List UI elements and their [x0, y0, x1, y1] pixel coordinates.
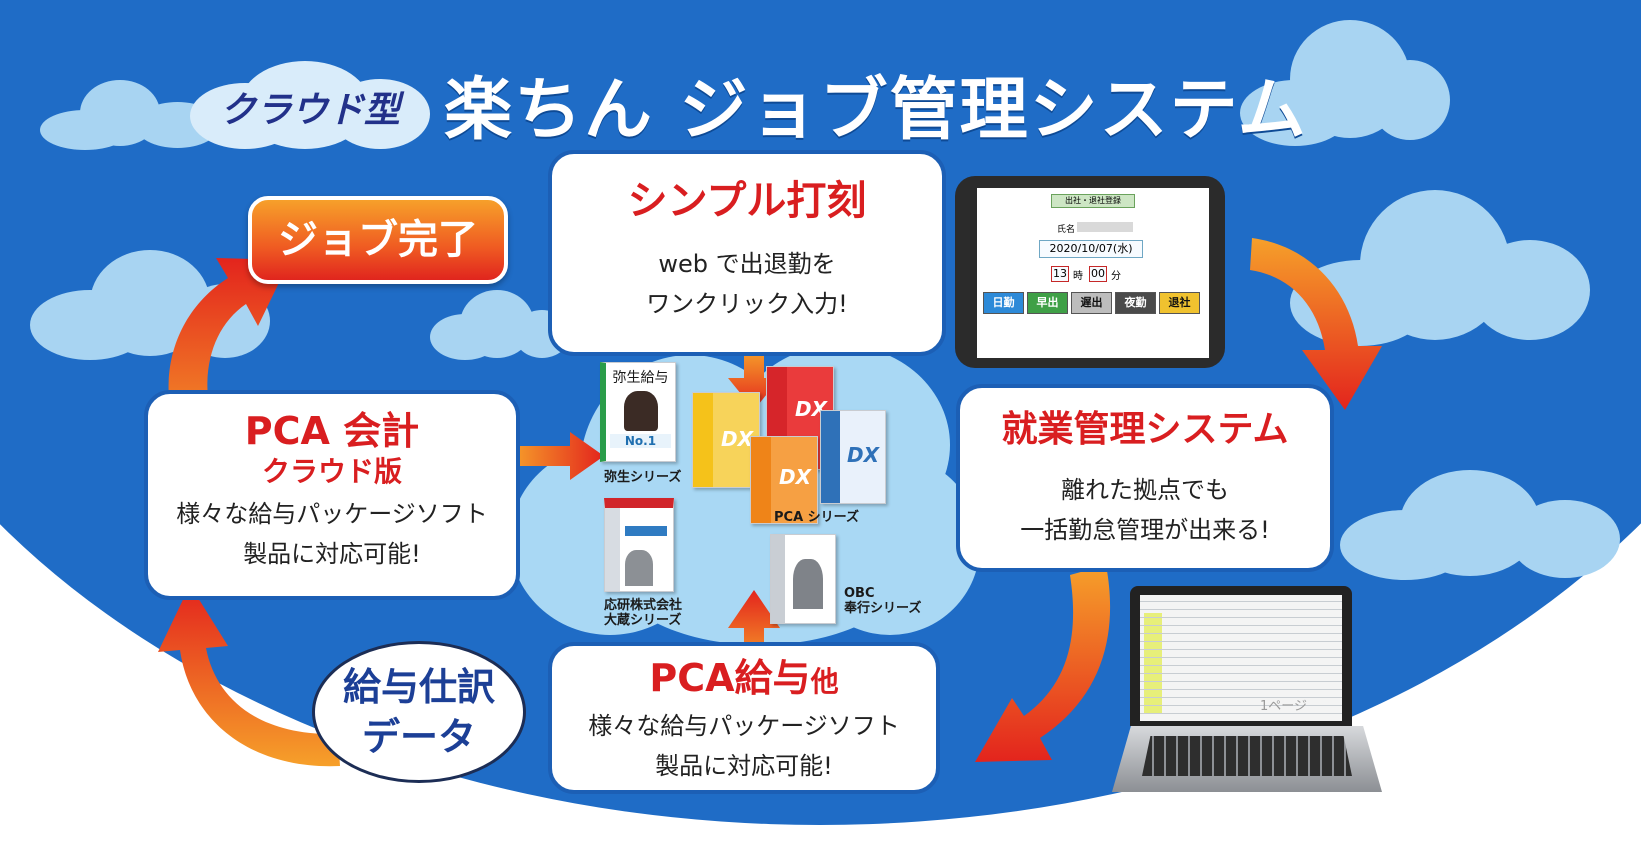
obc-label-line2: 奉行シリーズ [844, 601, 922, 616]
arrow-simple-to-products [728, 350, 780, 410]
pca-kyuyo-line2: 製品に対応可能! [655, 752, 833, 780]
arrow-pca-kaikei-to-products [510, 432, 604, 480]
laptop-spreadsheet: 1ページ [1140, 595, 1342, 721]
cloud-top-right [1240, 20, 1450, 150]
tablet-early-button[interactable]: 早出 [1027, 292, 1068, 314]
tablet-leave-button[interactable]: 退社 [1159, 292, 1200, 314]
arrow-tablet-to-shugyo [1250, 238, 1382, 410]
dx-mark-4: DX [846, 443, 879, 467]
tablet-screen: 出社・退社登録 氏名 2020/10/07(水) 13 時 00 分 日勤 早出… [977, 188, 1209, 358]
yayoi-box-title: 弥生給与 [612, 370, 669, 386]
pca-kaikei-box: PCA 会計 クラウド版 様々な給与パッケージソフト 製品に対応可能! [144, 390, 520, 600]
obc-silhouette-image [793, 559, 823, 609]
badge-text: クラウド型 [219, 90, 400, 131]
shugyo-line2: 一括勤怠管理が出来る! [1020, 516, 1270, 544]
obc-package [770, 534, 836, 624]
arrow-shugyo-to-pca-kyuyo [975, 565, 1111, 762]
simple-heading: シンプル打刻 [627, 178, 867, 224]
tablet-hour-unit: 時 [1073, 271, 1083, 282]
tablet-day-shift-button[interactable]: 日勤 [983, 292, 1024, 314]
pca-kaikei-heading: PCA 会計 [244, 409, 420, 453]
tablet-minute-field[interactable]: 00 [1089, 266, 1107, 282]
oken-stripe [625, 526, 667, 536]
laptop-keyboard [1142, 736, 1352, 776]
pca-kyuyo-line1: 様々な給与パッケージソフト [588, 712, 900, 740]
payroll-journal-data-oval: 給与仕訳 データ [312, 641, 526, 783]
simple-line1: web で出退勤を [658, 250, 836, 278]
yayoi-package: 弥生給与 No.1 [600, 362, 676, 462]
pca-kaikei-line2: 製品に対応可能! [243, 540, 421, 568]
oken-label-line2: 大蔵シリーズ [604, 613, 682, 628]
cloud-type-badge: クラウド型 [190, 55, 430, 151]
yayoi-person-image [623, 391, 658, 431]
shugyo-heading: 就業管理システム [1001, 409, 1289, 450]
simple-line2: ワンクリック入力! [646, 290, 848, 318]
pca-kaikei-sub: クラウド版 [261, 455, 402, 488]
tablet-name-field [1077, 222, 1133, 232]
pca-kyuyo-heading-wrap: PCA給与他 [552, 654, 936, 706]
yayoi-badge: No.1 [610, 434, 671, 448]
pca-series-label: PCA シリーズ [774, 510, 860, 525]
pca-kyuyo-heading-small: 他 [810, 665, 839, 698]
dx-mark-1: DX [720, 427, 753, 451]
laptop-highlight-column [1144, 613, 1162, 713]
shugyo-line1: 離れた拠点でも [1061, 476, 1229, 504]
tablet-late-button[interactable]: 遅出 [1071, 292, 1112, 314]
tablet-hour-field[interactable]: 13 [1051, 266, 1069, 282]
oken-package [604, 498, 674, 592]
job-done-badge: ジョブ完了 [248, 196, 508, 284]
title-block: クラウド型 楽ちん ジョブ管理システム [190, 48, 1308, 158]
tablet-date-field[interactable]: 2020/10/07(水) [1039, 240, 1143, 258]
laptop-page-text: 1ページ [1260, 699, 1308, 714]
oval-line1: 給与仕訳 [342, 665, 495, 709]
pca-package-orange: DX [750, 436, 818, 524]
oken-label-line1: 応研株式会社 [604, 598, 683, 613]
pca-kyuyo-box: PCA給与他 様々な給与パッケージソフト 製品に対応可能! [548, 642, 940, 794]
dx-mark-3: DX [778, 465, 811, 489]
page-title: 楽ちん ジョブ管理システム [444, 70, 1308, 150]
laptop-screen: 1ページ [1130, 586, 1352, 726]
cloud-right [1290, 190, 1590, 350]
obc-label-line1: OBC [844, 586, 875, 601]
oken-silhouette-image [625, 550, 653, 586]
pca-package-blue: DX [820, 410, 886, 504]
simple-stamp-box: シンプル打刻 web で出退勤を ワンクリック入力! [548, 150, 946, 356]
pca-kaikei-line1: 様々な給与パッケージソフト [176, 500, 488, 528]
tablet-night-button[interactable]: 夜勤 [1115, 292, 1156, 314]
tablet-name-label: 氏名 [1057, 225, 1076, 235]
tablet-header: 出社・退社登録 [1051, 194, 1135, 208]
arrow-pca-kyuyo-to-products [728, 590, 780, 668]
laptop-device: 1ページ [1112, 586, 1382, 796]
tablet-minute-unit: 分 [1111, 271, 1121, 282]
cloud-right-lower [1340, 470, 1620, 580]
tablet-device: 出社・退社登録 氏名 2020/10/07(水) 13 時 00 分 日勤 早出… [955, 176, 1225, 368]
yayoi-series-label: 弥生シリーズ [604, 470, 682, 485]
arrow-data-to-pca-kaikei [158, 585, 340, 767]
shugyo-system-box: 就業管理システム 離れた拠点でも 一括勤怠管理が出来る! [956, 384, 1334, 572]
oval-line2: データ [361, 715, 476, 759]
pca-kyuyo-heading: PCA給与 [649, 656, 811, 700]
